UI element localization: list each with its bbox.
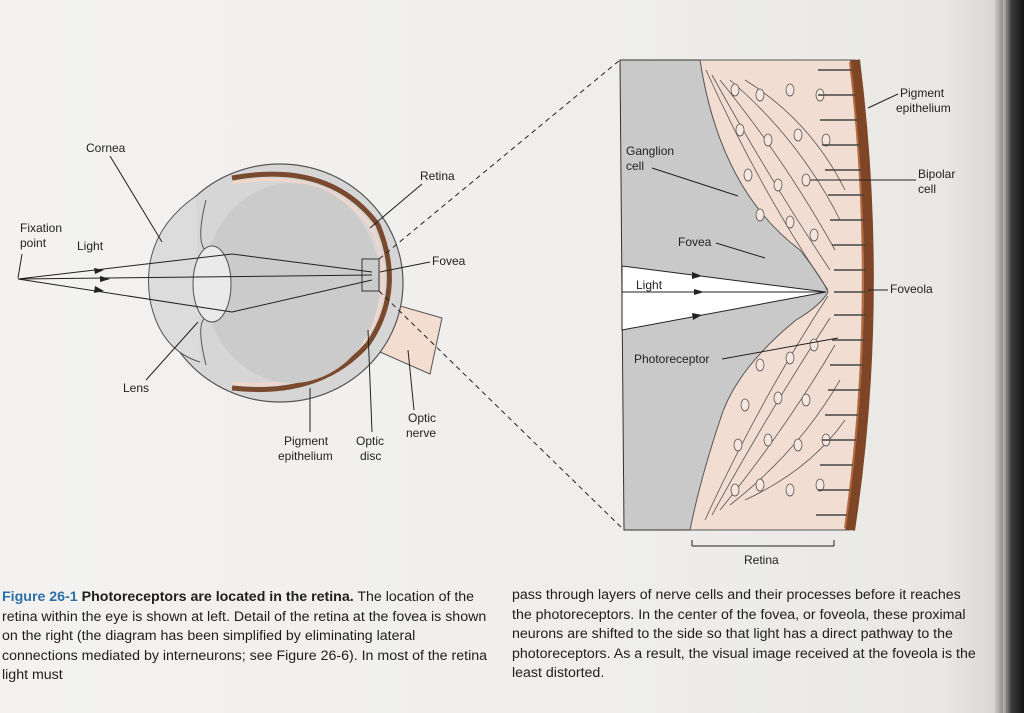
- label-detail-light: Light: [636, 278, 663, 292]
- label-photoreceptor: Photoreceptor: [634, 352, 709, 366]
- label-ganglion-2: cell: [626, 159, 644, 173]
- caption-left-text: The location of the retina within the ey…: [2, 589, 488, 683]
- label-optic-nerve-1: Optic: [408, 411, 436, 425]
- label-cornea: Cornea: [86, 141, 126, 155]
- label-fixation-1: Fixation: [20, 221, 62, 235]
- label-pigment-2: epithelium: [278, 449, 333, 463]
- label-fovea: Fovea: [432, 254, 466, 268]
- label-detail-retina: Retina: [744, 553, 779, 567]
- vitreous: [204, 183, 380, 383]
- figure-number: Figure 26-1: [2, 589, 78, 605]
- detail-labels: Ganglion cell Fovea Light Photoreceptor …: [626, 86, 955, 567]
- cornea-shape: [148, 195, 201, 363]
- label-optic-nerve-2: nerve: [406, 426, 436, 440]
- retina-band: [231, 171, 392, 393]
- label-bipolar-2: cell: [918, 182, 936, 196]
- label-bipolar-1: Bipolar: [918, 167, 955, 181]
- label-lens: Lens: [123, 381, 149, 395]
- caption-right: pass through layers of nerve cells and t…: [512, 587, 976, 681]
- detail-light-rays: [621, 265, 827, 331]
- label-retina: Retina: [420, 169, 455, 183]
- figure-title: Photoreceptors are located in the retina…: [81, 589, 354, 605]
- label-pigment-1: Pigment: [284, 434, 329, 448]
- photoreceptor-rods: [816, 69, 866, 516]
- label-foveola: Foveola: [890, 282, 933, 296]
- retina-detail: [619, 59, 874, 531]
- label-detail-pigment-2: epithelium: [896, 101, 951, 115]
- light-rays: [17, 253, 373, 313]
- pigment-epithelium: [845, 59, 874, 531]
- book-spine-shadow: [1003, 0, 1024, 713]
- eye-diagram: [17, 163, 443, 403]
- label-optic-disc-1: Optic: [356, 434, 384, 448]
- label-light: Light: [77, 239, 104, 253]
- zoom-connectors: [378, 59, 625, 531]
- label-detail-fovea: Fovea: [678, 235, 712, 249]
- eye-labels: Cornea Fixation point Light Retina Fovea…: [17, 141, 466, 463]
- lens-shape: [192, 245, 232, 323]
- caption-left: Figure 26-1 Photoreceptors are located i…: [2, 588, 490, 686]
- label-fixation-2: point: [20, 236, 47, 250]
- label-detail-pigment-1: Pigment: [900, 86, 945, 100]
- label-ganglion-1: Ganglion: [626, 144, 674, 158]
- label-optic-disc-2: disc: [360, 449, 381, 463]
